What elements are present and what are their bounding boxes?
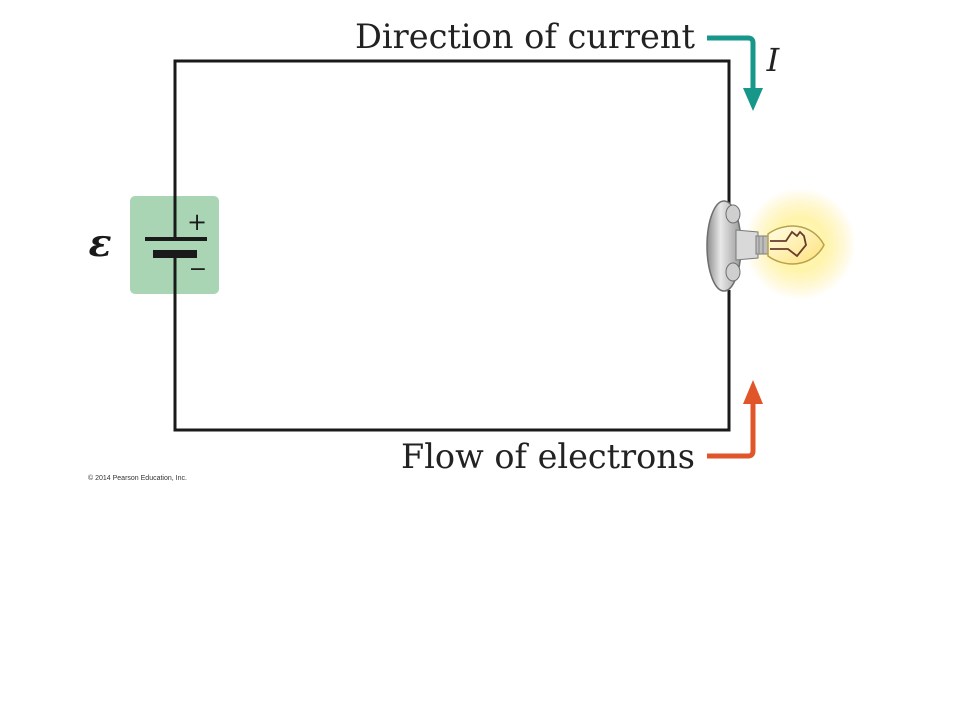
battery-box <box>130 196 219 294</box>
copyright-notice: © 2014 Pearson Education, Inc. <box>88 474 187 482</box>
bulb-filament <box>770 230 807 258</box>
plus-sign: + <box>187 208 207 236</box>
bulb-glass <box>767 225 825 265</box>
current-symbol: I <box>766 41 781 79</box>
battery-negative-plate <box>153 250 197 258</box>
emf-symbol: ε <box>88 220 111 265</box>
minus-sign: − <box>189 257 207 282</box>
light-bulb-icon <box>706 188 856 300</box>
electron-arrow <box>707 380 763 459</box>
battery-icon: + − <box>130 196 219 294</box>
electron-label: Flow of electrons <box>401 437 695 477</box>
current-label: Direction of current <box>355 17 695 57</box>
circuit-wire <box>173 59 731 432</box>
current-arrow <box>707 35 763 111</box>
battery-positive-plate <box>145 237 207 241</box>
